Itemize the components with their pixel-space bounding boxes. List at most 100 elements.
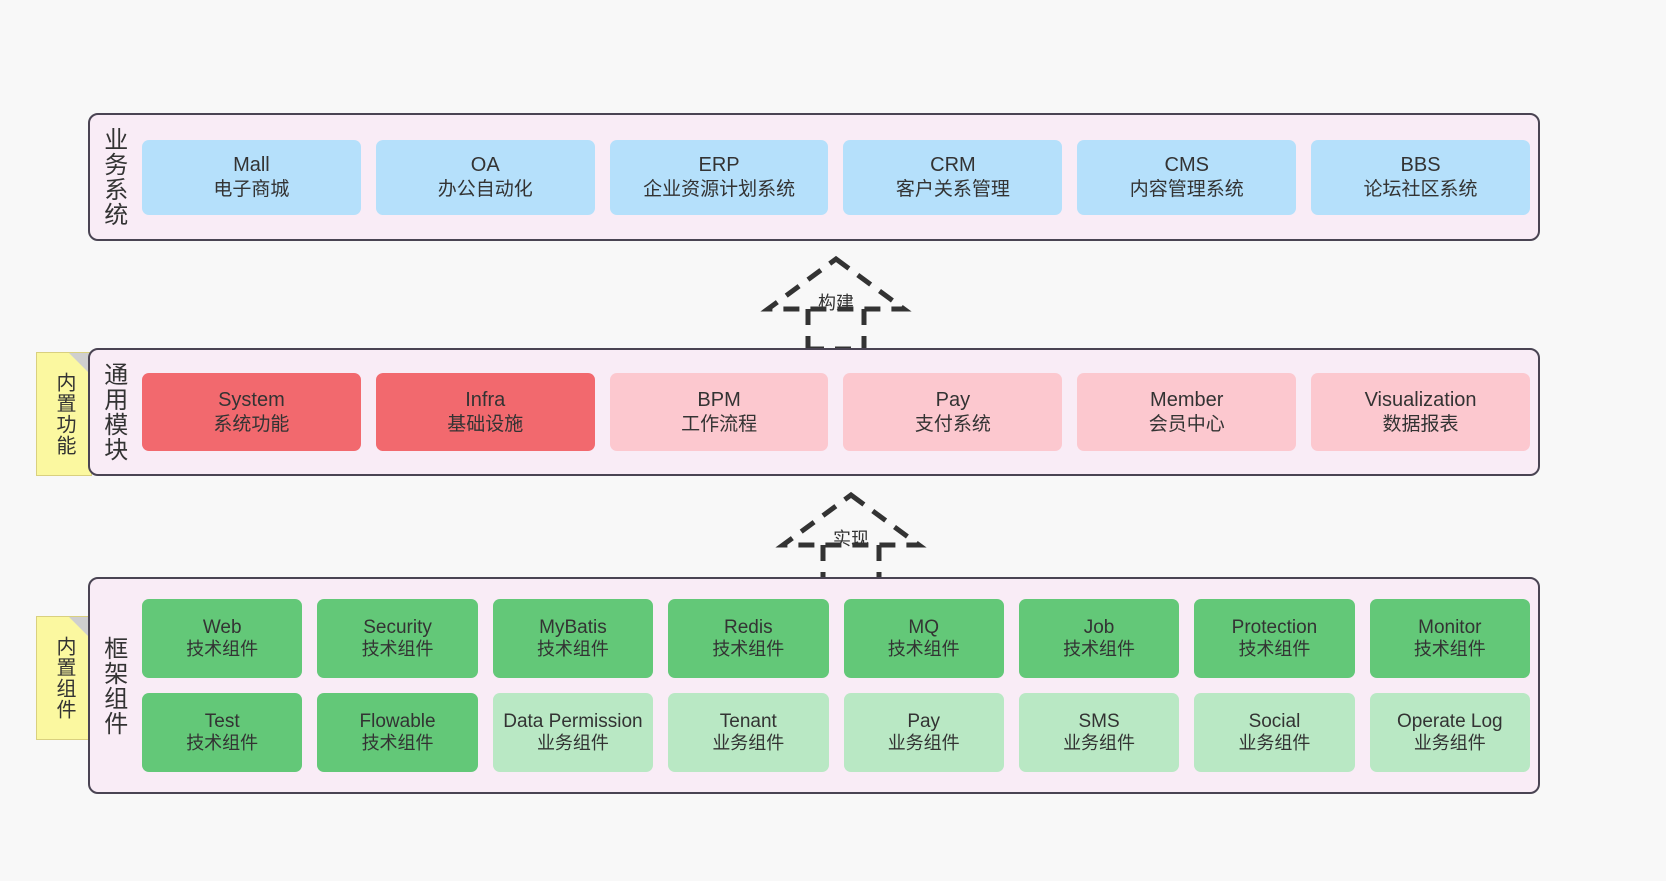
node-monitor-en: Monitor [1418, 616, 1482, 638]
sticky-fold-icon [69, 617, 91, 639]
node-job[interactable]: Job 技术组件 [1018, 599, 1180, 678]
node-data-permission-en: Data Permission [503, 710, 643, 732]
node-mybatis-cn: 技术组件 [536, 639, 609, 660]
node-visualization-en: Visualization [1364, 389, 1477, 412]
node-test-en: Test [204, 710, 240, 732]
node-bpm-en: BPM [697, 389, 741, 412]
node-crm-en: CRM [930, 154, 976, 177]
node-operate-log[interactable]: Operate Log 业务组件 [1369, 693, 1530, 772]
node-visualization[interactable]: Visualization 数据报表 [1311, 373, 1530, 451]
node-social-en: Social [1248, 710, 1301, 732]
connector-implement-label: 实现 [833, 529, 869, 549]
node-redis[interactable]: Redis 技术组件 [668, 599, 829, 678]
node-mq-en: MQ [908, 616, 939, 638]
node-bbs-cn: 论坛社区系统 [1363, 178, 1478, 200]
node-bpm[interactable]: BPM 工作流程 [609, 373, 829, 451]
node-visualization-cn: 数据报表 [1382, 413, 1459, 435]
node-pay-component-cn: 业务组件 [887, 733, 960, 754]
node-cms[interactable]: CMS 内容管理系统 [1077, 139, 1297, 215]
layer-framework-components: 框架组件 Web 技术组件 Security 技术组件 MyBatis 技术组件… [88, 577, 1540, 794]
node-mall-en: Mall [233, 154, 270, 177]
node-sms[interactable]: SMS 业务组件 [1018, 693, 1180, 772]
node-test-cn: 技术组件 [186, 733, 259, 754]
node-system-cn: 系统功能 [213, 413, 290, 435]
layer-title-common-modules: 通用模块 [99, 362, 127, 462]
node-protection[interactable]: Protection 技术组件 [1194, 599, 1355, 678]
node-tenant-en: Tenant [719, 710, 777, 732]
node-mq-cn: 技术组件 [887, 639, 960, 660]
node-mybatis[interactable]: MyBatis 技术组件 [492, 599, 654, 678]
connector-build-arrow: 构建 [756, 253, 916, 353]
node-pay-module-en: Pay [935, 389, 971, 412]
common-modules-row: System 系统功能 Infra 基础设施 BPM 工作流程 Pay 支付系统… [142, 373, 1530, 451]
node-security[interactable]: Security 技术组件 [317, 599, 478, 678]
node-member-en: Member [1150, 389, 1224, 412]
node-security-en: Security [363, 616, 432, 638]
node-oa-cn: 办公自动化 [437, 178, 533, 200]
node-web-en: Web [202, 616, 242, 638]
node-social-cn: 业务组件 [1238, 733, 1311, 754]
node-mybatis-en: MyBatis [539, 616, 607, 638]
node-member[interactable]: Member 会员中心 [1077, 373, 1297, 451]
node-bbs-en: BBS [1400, 154, 1441, 177]
node-operate-log-en: Operate Log [1396, 710, 1503, 732]
node-cms-cn: 内容管理系统 [1129, 178, 1244, 200]
business-system-row: Mall 电子商城 OA 办公自动化 ERP 企业资源计划系统 CRM 客户关系… [142, 139, 1530, 215]
node-infra-cn: 基础设施 [447, 413, 524, 435]
layer-body-business-system: Mall 电子商城 OA 办公自动化 ERP 企业资源计划系统 CRM 客户关系… [136, 115, 1538, 239]
node-redis-cn: 技术组件 [712, 639, 785, 660]
node-web-cn: 技术组件 [186, 639, 259, 660]
node-mall[interactable]: Mall 电子商城 [142, 139, 361, 215]
node-infra[interactable]: Infra 基础设施 [375, 373, 595, 451]
node-member-cn: 会员中心 [1148, 413, 1225, 435]
node-mq[interactable]: MQ 技术组件 [843, 599, 1004, 678]
node-pay-module[interactable]: Pay 支付系统 [843, 373, 1063, 451]
node-erp[interactable]: ERP 企业资源计划系统 [609, 139, 829, 215]
node-flowable[interactable]: Flowable 技术组件 [317, 693, 478, 772]
connector-build-label: 构建 [818, 293, 854, 313]
node-mall-cn: 电子商城 [213, 178, 290, 200]
node-flowable-cn: 技术组件 [361, 733, 434, 754]
node-monitor[interactable]: Monitor 技术组件 [1369, 599, 1530, 678]
node-test[interactable]: Test 技术组件 [142, 693, 303, 772]
node-sms-cn: 业务组件 [1063, 733, 1136, 754]
node-pay-component[interactable]: Pay 业务组件 [843, 693, 1004, 772]
sticky-fold-icon [69, 353, 91, 375]
node-protection-cn: 技术组件 [1238, 639, 1311, 660]
node-data-permission[interactable]: Data Permission 业务组件 [492, 693, 654, 772]
node-crm-cn: 客户关系管理 [895, 178, 1010, 200]
node-web[interactable]: Web 技术组件 [142, 599, 303, 678]
node-oa-en: OA [470, 154, 500, 177]
node-social[interactable]: Social 业务组件 [1194, 693, 1355, 772]
node-job-cn: 技术组件 [1063, 639, 1136, 660]
node-bbs[interactable]: BBS 论坛社区系统 [1311, 139, 1530, 215]
node-tenant[interactable]: Tenant 业务组件 [668, 693, 829, 772]
node-oa[interactable]: OA 办公自动化 [375, 139, 595, 215]
node-system-en: System [218, 389, 285, 412]
node-pay-component-en: Pay [907, 710, 941, 732]
node-flowable-en: Flowable [359, 710, 436, 732]
sticky-note-builtin-function-label: 内置功能 [53, 372, 75, 456]
node-infra-en: Infra [465, 389, 506, 412]
node-job-en: Job [1083, 616, 1115, 638]
layer-body-framework-components: Web 技术组件 Security 技术组件 MyBatis 技术组件 Redi… [136, 579, 1538, 792]
node-data-permission-cn: 业务组件 [536, 733, 609, 754]
sticky-note-builtin-component-label: 内置组件 [53, 636, 75, 720]
node-crm[interactable]: CRM 客户关系管理 [843, 139, 1063, 215]
node-redis-en: Redis [724, 616, 773, 638]
framework-components-row-2: Test 技术组件 Flowable 技术组件 Data Permission … [142, 693, 1530, 772]
node-protection-en: Protection [1231, 616, 1318, 638]
layer-common-modules: 通用模块 System 系统功能 Infra 基础设施 BPM 工作流程 Pay… [88, 348, 1540, 476]
node-tenant-cn: 业务组件 [712, 733, 785, 754]
sticky-note-builtin-function: 内置功能 [36, 352, 92, 476]
node-erp-cn: 企业资源计划系统 [643, 178, 796, 200]
layer-title-framework-components: 框架组件 [99, 635, 127, 736]
layer-title-business-system: 业务系统 [99, 127, 127, 227]
node-operate-log-cn: 业务组件 [1413, 733, 1486, 754]
node-system[interactable]: System 系统功能 [142, 373, 361, 451]
node-erp-en: ERP [698, 154, 740, 177]
framework-components-row-1: Web 技术组件 Security 技术组件 MyBatis 技术组件 Redi… [142, 599, 1530, 678]
node-cms-en: CMS [1164, 154, 1209, 177]
layer-business-system: 业务系统 Mall 电子商城 OA 办公自动化 ERP 企业资源计划系统 CRM… [88, 113, 1540, 241]
